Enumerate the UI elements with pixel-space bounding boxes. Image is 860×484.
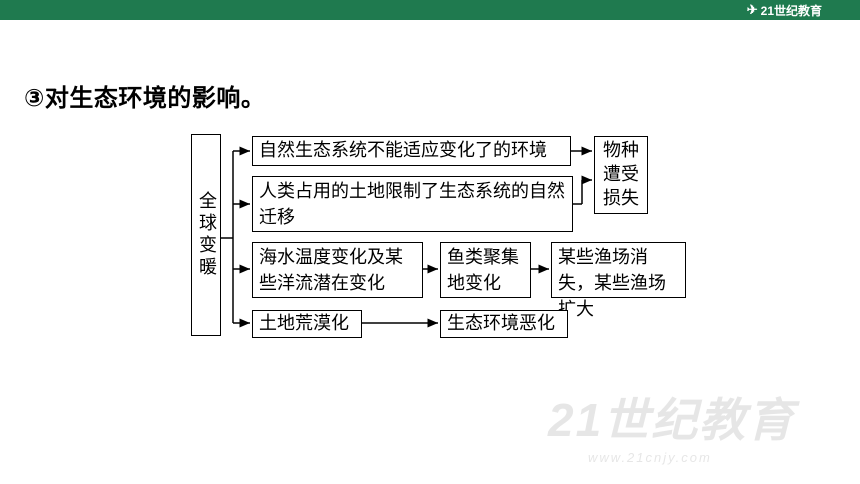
watermark-title: 21世纪教育 [548, 394, 796, 446]
section-heading: ③对生态环境的影响。 [24, 84, 266, 112]
top-banner: ✈ 21世纪教育 [0, 0, 860, 20]
watermark-url: www.21cnjy.com [588, 450, 712, 465]
root-global-warming: 全球变暖 [191, 134, 221, 336]
node-ecosystem-adapt: 自然生态系统不能适应变化了的环境 [252, 136, 571, 166]
runner-icon: ✈ [746, 2, 758, 17]
logo-text: 21世纪教育 [760, 3, 822, 18]
watermark: 21世纪教育 www.21cnjy.com [548, 384, 838, 465]
node-desertification: 土地荒漠化 [252, 310, 362, 338]
node-sea-temperature: 海水温度变化及某些洋流潜在变化 [252, 242, 423, 298]
node-land-occupation: 人类占用的土地限制了生态系统的自然迁移 [252, 176, 573, 232]
node-fish-habitat: 鱼类聚集地变化 [440, 242, 531, 298]
node-fisheries: 某些渔场消失，某些渔场扩大 [551, 242, 686, 320]
brand-logo: ✈ 21世纪教育 [747, 2, 822, 18]
node-environment-degradation: 生态环境恶化 [440, 310, 568, 338]
node-species-loss: 物种遭受损失 [594, 136, 648, 214]
